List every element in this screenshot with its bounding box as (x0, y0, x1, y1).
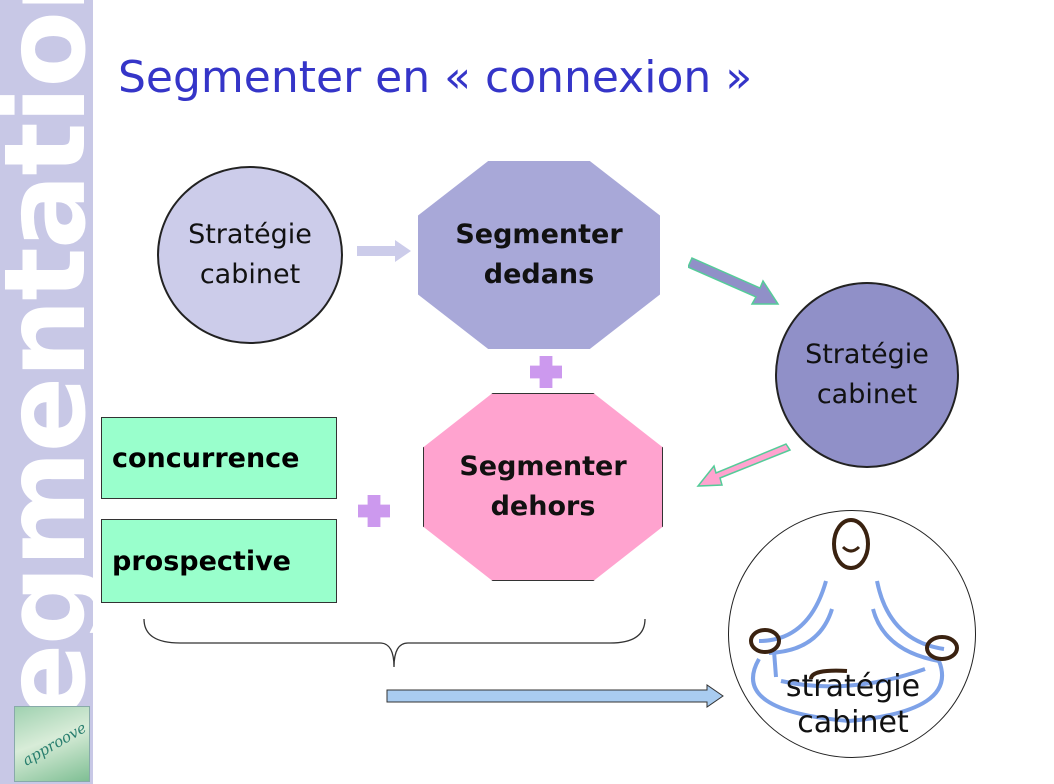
segment-outside-octagon: Segmenter dehors (423, 393, 663, 581)
competition-box: concurrence (101, 417, 337, 499)
arrow-right-long-icon (386, 684, 724, 708)
meditating-figure-icon (749, 518, 959, 724)
plus-icon (530, 356, 562, 388)
logo: approove (14, 706, 90, 782)
segment-inside-octagon: Segmenter dedans (418, 161, 660, 349)
sidebar-title: segmentation (0, 0, 93, 784)
prospective-box: prospective (101, 519, 337, 603)
strategy-circle-2: Stratégie cabinet (775, 282, 959, 468)
strategy-label-3: stratégie cabinet (785, 669, 921, 740)
slide-title: Segmenter en « connexion » (118, 52, 753, 103)
arrow-down-right-icon (688, 257, 780, 305)
meditation-circle: stratégie cabinet (728, 510, 976, 758)
plus-icon (358, 495, 390, 527)
strategy-circle-1: Stratégie cabinet (157, 166, 343, 344)
brace-icon (143, 618, 646, 668)
arrow-down-left-icon (696, 443, 792, 487)
sidebar: segmentation (0, 0, 93, 784)
arrow-right-icon (357, 240, 411, 262)
